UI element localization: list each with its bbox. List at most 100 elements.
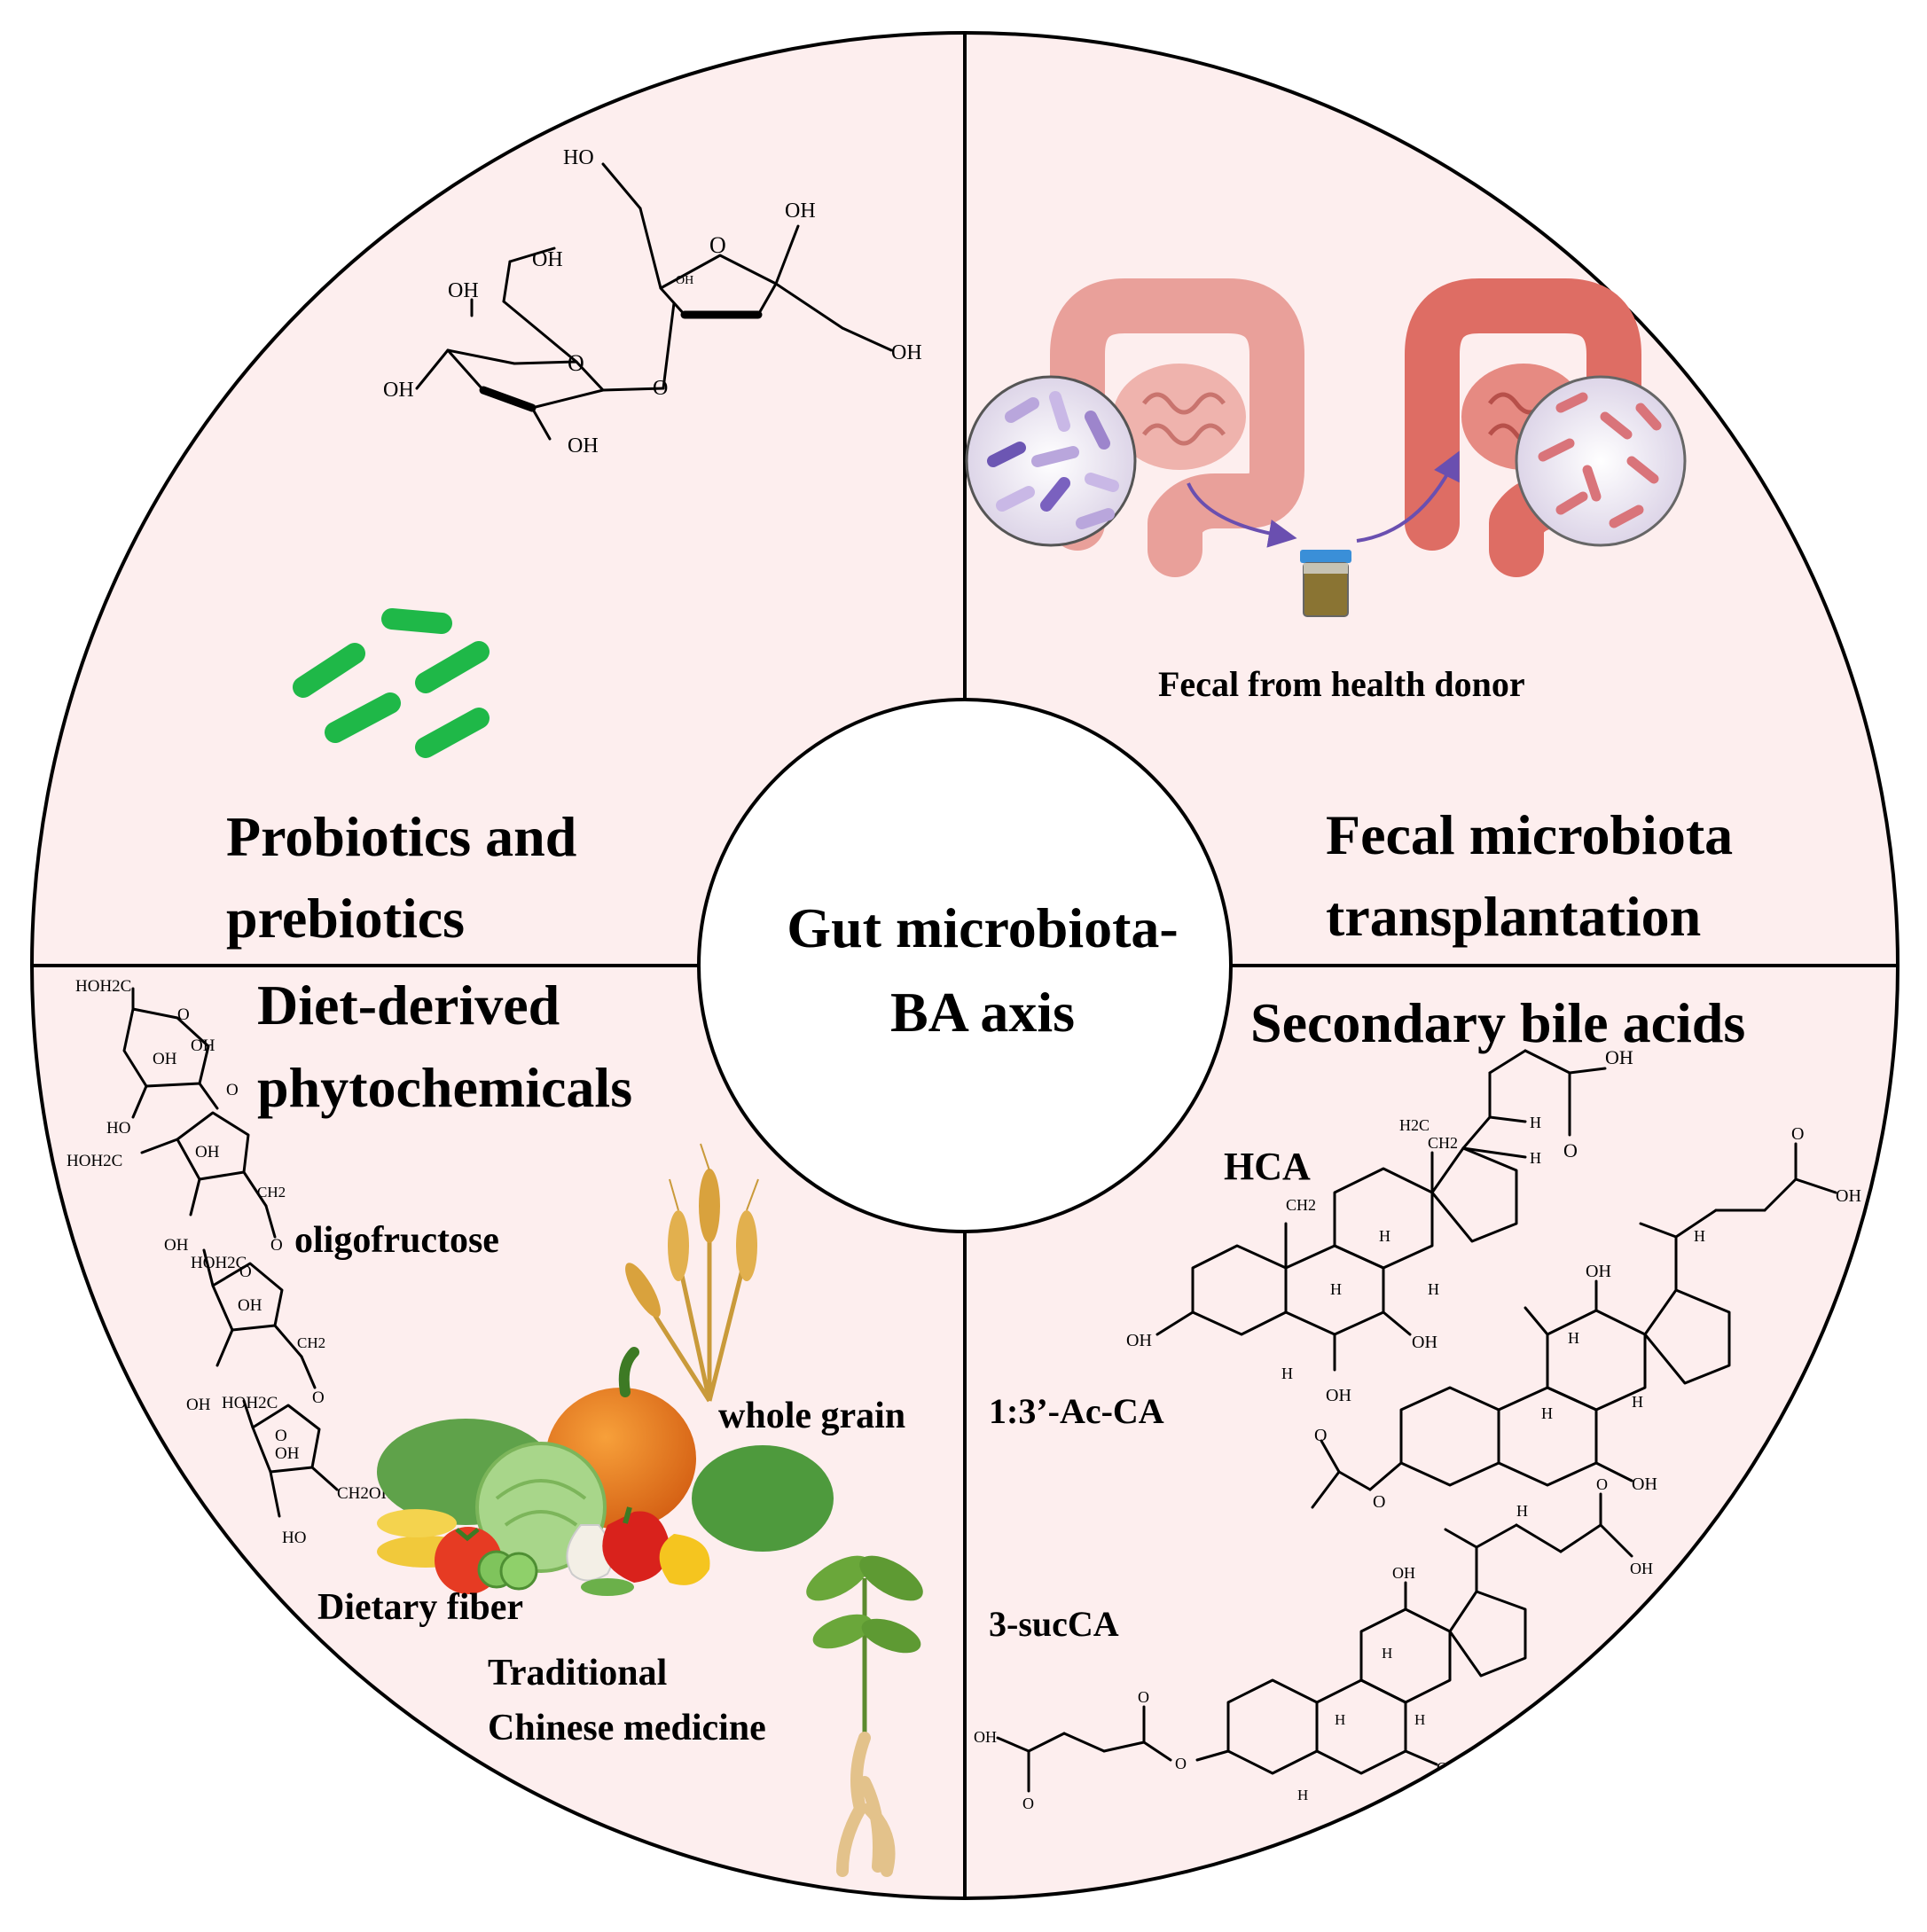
chem-o: O	[1138, 1688, 1149, 1706]
fecal-sample-cup-icon	[1300, 550, 1351, 617]
chem-o: O	[1373, 1492, 1385, 1512]
chem-oh: OH	[1392, 1564, 1415, 1582]
probiotic-bacteria-icon	[293, 608, 490, 758]
chem-oh: OH	[1605, 1046, 1633, 1068]
quadrant-secondary-bile-acids: Secondary bile acids OH O H2C CH2 H	[974, 991, 1861, 1812]
chem-h: H	[1281, 1365, 1293, 1382]
probiotics-title-line2: prebiotics	[226, 887, 465, 950]
chem-o: O	[568, 350, 584, 376]
chem-ho: HO	[106, 1119, 130, 1138]
chem-o: O	[1596, 1475, 1608, 1493]
chem-oh: OH	[1586, 1262, 1611, 1281]
chem-oh: OH	[1630, 1560, 1653, 1577]
quadrant-dividers	[32, 33, 1898, 1898]
chem-h: H	[1541, 1404, 1553, 1422]
chem-oh: OH	[153, 1050, 177, 1068]
arrow-donor-to-sample	[1187, 482, 1297, 548]
chem-oh: OH	[238, 1296, 262, 1315]
chem-oh: OH	[532, 248, 563, 271]
fmt-caption: Fecal from health donor	[1158, 664, 1525, 704]
ginseng-icon	[806, 1555, 923, 1877]
chem-hoh2c: HOH2C	[75, 977, 131, 996]
chem-h: H	[1516, 1502, 1528, 1520]
chem-ch2oh: CH2OH	[337, 1484, 394, 1503]
donor-bacteria-magnifier	[965, 375, 1137, 547]
chem-oh: OH	[275, 1444, 300, 1463]
vegetables-icon	[377, 1347, 834, 1596]
ac-ca-structure: O OH OH H H H H H OH O O	[1311, 1124, 1861, 1520]
chem-o: O	[1791, 1124, 1804, 1144]
quadrant-diet: HOH2C O OH OH O HO HOH2C OH CH2 O OH HOH…	[67, 974, 923, 1877]
chem-oh: OH	[191, 1036, 215, 1055]
chem-h: H	[1330, 1280, 1342, 1298]
chem-oh: OH	[676, 274, 693, 287]
chem-oh: OH	[448, 279, 479, 302]
chem-ch2: CH2	[297, 1334, 325, 1351]
chem-oh: OH	[785, 199, 816, 223]
label-oligofructose: oligofructose	[294, 1220, 499, 1261]
chem-h: H	[1297, 1787, 1308, 1803]
diet-title-line1: Diet-derived	[257, 974, 560, 1036]
chem-h: H	[1632, 1393, 1643, 1411]
chem-oh: OH	[1326, 1386, 1351, 1405]
chem-o: O	[239, 1263, 252, 1281]
chem-ho: HO	[563, 146, 594, 169]
chem-h: H	[1568, 1329, 1579, 1347]
chem-ch2: CH2	[257, 1184, 286, 1201]
chem-o: O	[1022, 1795, 1034, 1812]
chem-hoh2c: HOH2C	[222, 1394, 278, 1412]
chem-o: O	[709, 232, 726, 258]
chem-oh: OH	[1126, 1331, 1152, 1350]
chem-h: H	[1694, 1227, 1705, 1245]
chem-oh: OH	[186, 1396, 211, 1414]
chem-o: O	[1563, 1139, 1578, 1162]
label-tcm-line2: Chinese medicine	[488, 1708, 766, 1748]
chem-h: H	[1530, 1114, 1541, 1131]
center-circle	[697, 698, 1233, 1233]
quadrant-fmt: Fecal from health donor Fecal microbiota…	[965, 278, 1733, 948]
chem-oh: OH	[164, 1236, 189, 1255]
chem-hoh2c: HOH2C	[191, 1254, 247, 1272]
label-hca: HCA	[1224, 1145, 1311, 1188]
chem-o: O	[653, 377, 668, 400]
chem-oh: OH	[1437, 1759, 1460, 1777]
label-succa: 3-sucCA	[989, 1604, 1119, 1644]
chem-o: O	[177, 1005, 190, 1024]
chem-h: H	[1335, 1711, 1345, 1728]
chem-oh: OH	[891, 341, 922, 364]
chem-o: O	[226, 1081, 239, 1099]
wheat-icon	[625, 1143, 759, 1403]
chem-oh: OH	[195, 1143, 220, 1162]
chem-o: O	[1314, 1426, 1327, 1445]
chem-ch2: CH2	[1286, 1196, 1316, 1214]
bile-acids-title: Secondary bile acids	[1250, 991, 1745, 1054]
chem-hoh2c: HOH2C	[67, 1152, 122, 1170]
chem-o: O	[1175, 1755, 1187, 1772]
chem-oh: OH	[383, 379, 414, 402]
diet-title-line2: phytochemicals	[257, 1056, 632, 1119]
chem-oh: OH	[974, 1728, 997, 1746]
chem-h2c: H2C	[1399, 1116, 1430, 1134]
center-label-line2: BA axis	[890, 981, 1075, 1044]
fmt-title-line2: transplantation	[1326, 885, 1701, 948]
chem-ho: HO	[282, 1529, 306, 1547]
chem-h: H	[1428, 1280, 1439, 1298]
chem-h: H	[1382, 1645, 1392, 1662]
hca-structure: OH O H2C CH2 H H CH2 H H H H OH OH OH	[1126, 1046, 1633, 1405]
chem-o: O	[312, 1388, 325, 1407]
label-whole-grain: whole grain	[718, 1396, 905, 1436]
fmt-title-line1: Fecal microbiota	[1326, 803, 1733, 866]
chem-o: O	[270, 1236, 283, 1255]
chem-h: H	[1530, 1149, 1541, 1167]
chem-oh: OH	[1412, 1333, 1437, 1352]
chem-oh: OH	[1632, 1474, 1657, 1494]
chem-h: H	[1414, 1711, 1425, 1728]
label-tcm-line1: Traditional	[488, 1653, 667, 1693]
chem-ch2: CH2	[1428, 1134, 1458, 1152]
chem-oh: OH	[1836, 1186, 1861, 1206]
label-dietary-fiber: Dietary fiber	[317, 1587, 523, 1628]
disaccharide-structure: HO OH O OH OH OH OH O OH OH O	[383, 146, 922, 458]
oligofructose-structure: HOH2C O OH OH O HO HOH2C OH CH2 O OH HOH…	[67, 977, 394, 1547]
succa-structure: O OH OH H H H H OH O O O OH	[974, 1475, 1653, 1812]
